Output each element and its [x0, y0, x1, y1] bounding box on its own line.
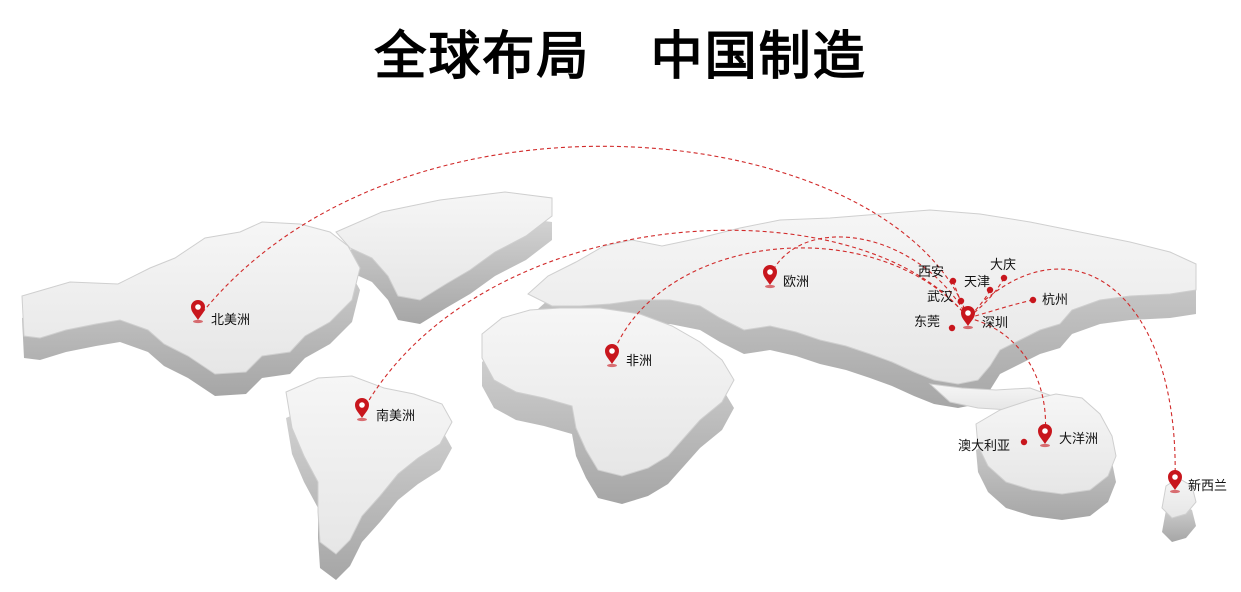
- label-europe: 欧洲: [783, 275, 809, 290]
- label-daqing: 大庆: [990, 258, 1016, 273]
- city-dot-wuhan: [957, 297, 965, 305]
- route-europe: [769, 236, 969, 319]
- route-lines: [197, 145, 1176, 483]
- route-oceania: [967, 317, 1047, 437]
- city-dot-daqing: [1000, 274, 1008, 282]
- label-new-zealand: 新西兰: [1188, 478, 1227, 494]
- city-dot-australia: [1020, 438, 1028, 446]
- eurasia-shape: [527, 209, 1197, 385]
- label-oceania: 大洋洲: [1059, 432, 1098, 447]
- map-pin-icon[interactable]: [961, 306, 975, 330]
- label-tianjin: 天津: [964, 275, 990, 290]
- continent-tops: [21, 191, 1197, 555]
- route-new-zealand: [984, 268, 1176, 483]
- map-pin-icon[interactable]: [605, 344, 619, 368]
- city-dot-hangzhou: [1029, 296, 1037, 304]
- africa-shape: [481, 307, 735, 477]
- city-dot-xian: [949, 277, 957, 285]
- pins: [191, 265, 1182, 494]
- region-labels: 北美洲 南美洲 非洲 欧洲 大洋洲 新西兰 深圳: [211, 275, 1227, 494]
- page-title: 全球布局 中国制造: [374, 27, 867, 87]
- label-xian: 西安: [918, 265, 944, 280]
- map-pin-icon[interactable]: [191, 300, 205, 324]
- route-africa: [611, 247, 969, 357]
- label-wuhan: 武汉: [927, 290, 953, 305]
- route-south-america: [361, 229, 969, 413]
- label-dongguan: 东莞: [914, 315, 940, 330]
- label-south-america: 南美洲: [376, 408, 415, 424]
- map-pin-icon[interactable]: [1168, 470, 1182, 494]
- label-north-america: 北美洲: [211, 313, 250, 328]
- city-dot-dongguan: [948, 324, 956, 332]
- city-labels: 西安 天津 大庆 武汉 杭州 东莞 澳大利亚: [914, 258, 1068, 454]
- greenland-shape: [335, 191, 553, 301]
- city-dot-tianjin: [986, 286, 994, 294]
- map-pin-icon[interactable]: [1038, 424, 1052, 448]
- north-america-shape: [21, 221, 361, 375]
- label-africa: 非洲: [626, 354, 652, 369]
- map-pin-icon[interactable]: [763, 265, 777, 289]
- label-australia: 澳大利亚: [958, 438, 1010, 454]
- label-hub: 深圳: [982, 316, 1008, 331]
- south-america-shape: [285, 375, 453, 555]
- route-north-america: [197, 145, 969, 319]
- map-pin-icon[interactable]: [355, 398, 369, 422]
- label-hangzhou: 杭州: [1042, 293, 1068, 308]
- city-dots: [948, 274, 1037, 446]
